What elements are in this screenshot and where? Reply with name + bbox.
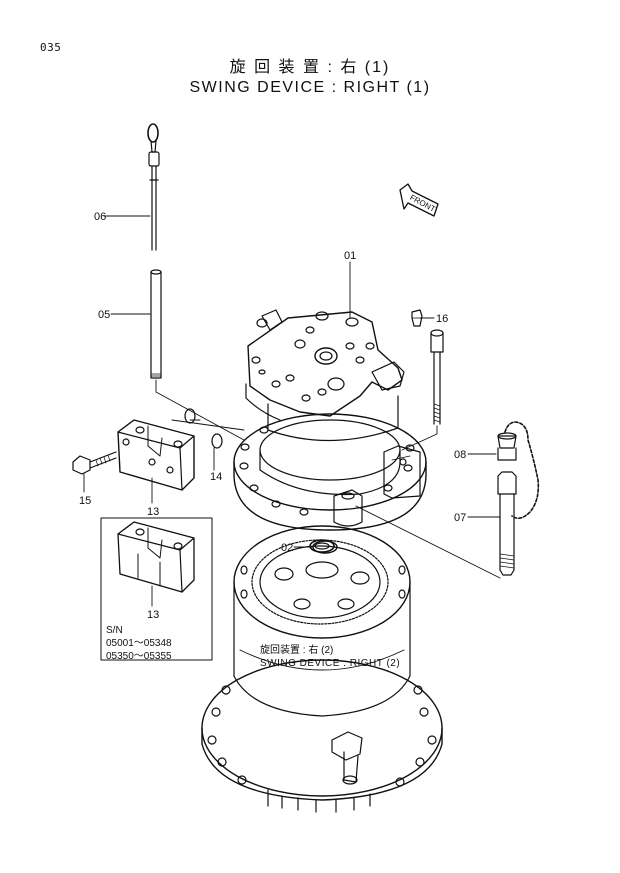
part-06-level-gauge: [147, 123, 160, 251]
front-direction-arrow: FRONT: [399, 183, 439, 217]
assembly-line-13: [171, 419, 245, 431]
assembly-line-bolt: [401, 425, 438, 451]
callout-06: 06: [94, 211, 106, 223]
part-15-bolt: [72, 451, 117, 475]
callout-labels: 06 05 01 16 14 15 13 08 07 02 13 S/N 050…: [79, 211, 466, 669]
callout-07: 07: [454, 512, 466, 524]
callout-16: 16: [436, 313, 448, 325]
motor-mounting-flange: [233, 413, 427, 531]
inset-sn-label: S/N: [106, 625, 123, 636]
callout-02: 02: [281, 542, 293, 554]
reduction-gear-housing: [201, 525, 443, 813]
inset-sn-range-2: 05350～05355: [106, 651, 172, 662]
reference-jp: 旋回装置 : 右 (2): [260, 643, 333, 656]
callout-15: 15: [79, 495, 91, 507]
part-05-pipe: [150, 269, 162, 379]
callout-13: 13: [147, 506, 159, 518]
part-08-cap: [497, 421, 540, 520]
part-14-o-ring: [184, 408, 223, 449]
assembly-line-05: [155, 379, 245, 441]
part-07-adapter: [497, 471, 517, 576]
socket-bolt: [430, 329, 444, 425]
serial-number-inset: [100, 517, 213, 661]
callout-08: 08: [454, 449, 466, 461]
part-13-block: [117, 419, 195, 491]
title-english: SWING DEVICE : RIGHT (1): [189, 79, 431, 96]
callout-05: 05: [98, 309, 110, 321]
part-01-swing-motor: [245, 309, 405, 442]
inset-sn-range-1: 05001～05348: [106, 638, 172, 649]
page-number: 035: [40, 41, 62, 54]
assembly-line-07: [355, 505, 501, 579]
part-02-snap-ring: [312, 540, 338, 554]
inset-callout-13: 13: [147, 609, 159, 621]
title-japanese: 旋 回 装 置 : 右 (1): [229, 59, 391, 76]
callout-14: 14: [210, 471, 222, 483]
callout-01: 01: [344, 250, 356, 262]
reference-en: SWING DEVICE : RIGHT (2): [260, 658, 400, 669]
